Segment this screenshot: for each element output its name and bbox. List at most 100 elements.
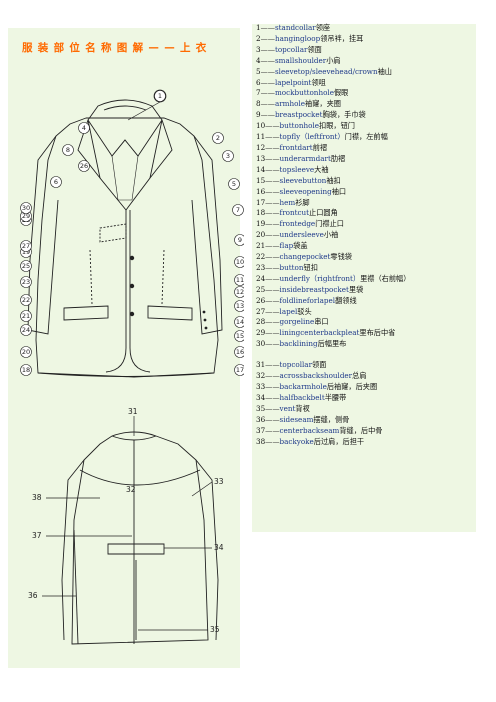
glossary-item: 5——sleevetop/sleevehead/crown袖山 [256,67,478,78]
glossary-number: 23 [256,262,266,272]
glossary-chinese: 胸袋，手巾袋 [322,110,366,120]
callout-number: 26 [80,162,88,170]
glossary-dash: —— [265,295,280,305]
glossary-item: 13——underarmdart肋褶 [256,154,478,165]
glossary-term: backyoke [279,436,314,446]
callout-circle [20,364,32,376]
glossary-number: 37 [256,425,266,435]
glossary-chinese: 袋盖 [293,241,308,251]
glossary-item: 14——topsleeve大袖 [256,165,478,176]
glossary-chinese: 背衩 [295,403,310,413]
glossary-item: 6——lapelpoint领咀 [256,78,478,89]
callout-circle [234,316,244,328]
svg-text:35: 35 [210,625,220,634]
glossary-number: 4 [256,55,261,65]
callout-number: 1 [158,92,162,100]
glossary-number: 24 [256,273,266,283]
glossary-item: 19——frontedge门襟止口 [256,219,478,230]
glossary-number: 27 [256,306,266,316]
glossary-number: 2 [256,33,261,43]
callout-number: 30 [22,204,30,212]
glossary-term: undersleeve [279,230,324,240]
glossary-number: 34 [256,392,266,402]
glossary-dash: —— [265,371,280,381]
glossary-item: 33——backarmhole后袖窿，后夹圈 [256,382,478,393]
glossary-chinese: 袖口 [331,186,347,196]
glossary-dash: —— [265,284,280,294]
glossary-dash: —— [265,121,280,131]
glossary-dash: —— [260,23,275,32]
svg-text:32: 32 [126,485,136,494]
glossary-chinese: 领面 [307,44,322,54]
callout-number: 18 [22,366,30,374]
glossary-item: 24——underfly（rightfront）里襟（右前幅） [256,274,478,285]
glossary-item: 15——sleevebutton袖扣 [256,176,478,187]
glossary-dash: —— [265,241,280,251]
callout-number: 9 [238,236,242,244]
glossary-chinese: 扣眼，钮门 [319,121,355,131]
glossary-number: 21 [256,241,266,251]
callout-number: 6 [54,178,58,186]
callout-number: 12 [236,288,244,296]
glossary-chinese: 前褶 [312,142,328,152]
callout-circle [20,310,32,322]
glossary-dash: —— [265,436,280,446]
glossary-item: 18——frontcut止口圆角 [256,208,478,219]
glossary-term: backarmhole [279,382,327,391]
callout-number: 21 [22,312,30,320]
page-title: 服装部位名称图解——上衣 [22,42,212,54]
glossary-chinese: 驳头 [297,306,312,316]
glossary-number: 11 [256,132,266,142]
callout-circle [222,150,234,162]
callout-circle [234,330,244,342]
glossary-chinese: 钮扣 [303,262,318,272]
callout-number: 25 [22,262,30,270]
glossary-item: 1——standcollar领座 [256,23,478,34]
glossary-term: vent [279,403,296,413]
glossary-term: centerbackseam [279,425,340,435]
glossary-number: 35 [256,403,266,413]
glossary-number: 31 [256,360,266,370]
callout-circle [232,204,244,216]
glossary-item: 34——halfbackbelt半腰带 [256,393,478,404]
glossary-term: smallshoulder [274,55,327,65]
callout-number: 5 [232,180,236,188]
jacket-back-diagram: 31 32 33 38 37 34 36 35 [28,407,224,645]
glossary-dash: —— [265,197,280,207]
glossary-number: 32 [256,371,266,381]
glossary-number: 1 [256,23,261,32]
callout-circle [20,346,32,358]
callout-number: 23 [22,278,30,286]
glossary-chinese: 止口圆角 [309,208,338,218]
callout-number: 15 [236,332,244,340]
glossary-number: 26 [256,295,266,305]
glossary-item: 3——topcollar领面 [256,45,478,56]
glossary-number: 29 [256,328,266,338]
glossary-term: changepocket [279,252,331,262]
callout-circle [78,122,90,134]
glossary-number: 10 [256,121,266,131]
glossary-dash: —— [265,392,280,402]
glossary-number: 28 [256,317,266,327]
callout-circle [20,240,32,252]
glossary-number: 38 [256,436,266,446]
glossary-dash: —— [260,110,275,120]
glossary-number: 22 [256,252,266,262]
callout-number: 13 [236,302,244,310]
glossary-chinese: 里布后中省 [359,328,396,338]
callout-number: 27 [22,242,30,250]
glossary-chinese: 后幅里布 [317,339,347,349]
callout-number: 17 [236,366,244,374]
glossary-term: lapel [279,306,298,316]
glossary-item: 31——topcollar领面 [256,360,478,371]
callout-number: 20 [22,348,30,356]
glossary-item: 22——changepocket零钱袋 [256,252,478,263]
glossary-dash: —— [265,425,280,435]
glossary-number: 18 [256,208,266,218]
callout-number: 4 [82,124,86,132]
callout-circle [234,256,244,268]
glossary-dash: —— [265,175,280,185]
glossary-chinese: 袖扣 [326,175,341,185]
glossary-chinese: 假眼 [333,88,349,98]
